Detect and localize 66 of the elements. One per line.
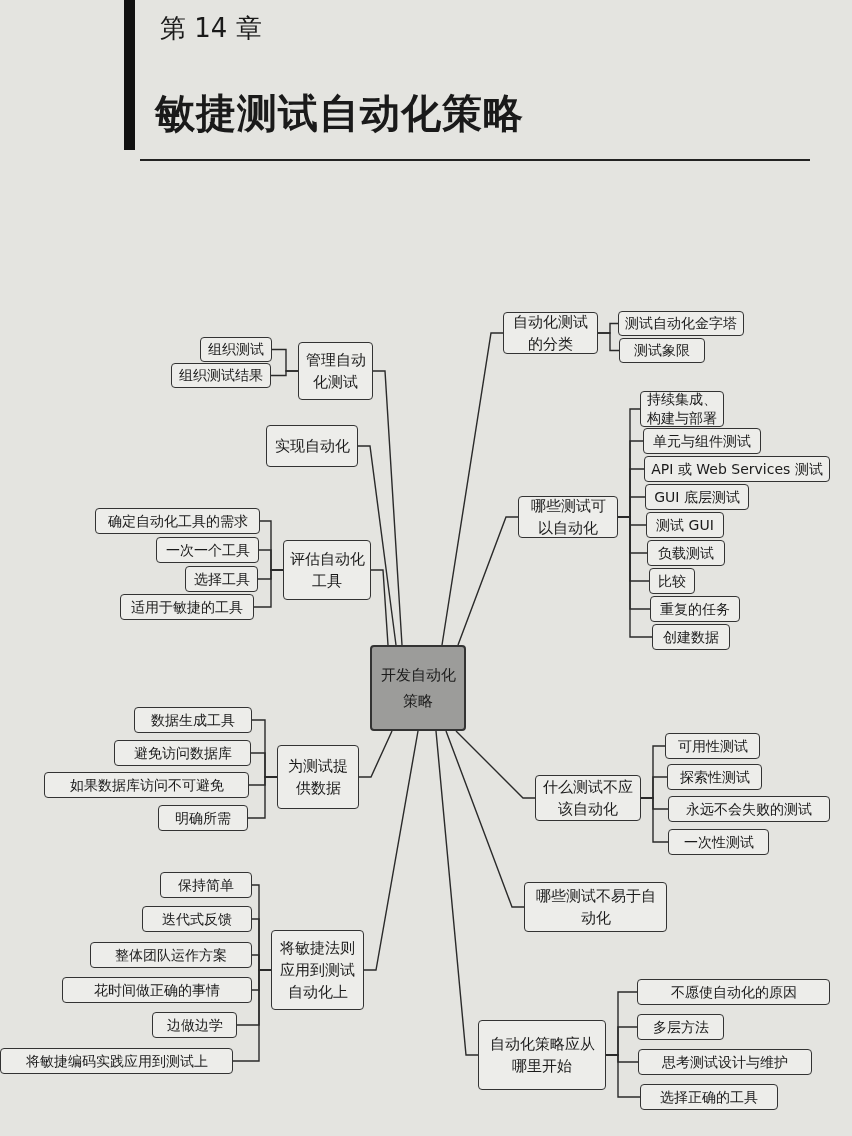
branch-box: 评估自动化工具: [283, 540, 371, 600]
connector-line: [441, 332, 504, 646]
leaf-box: 组织测试结果: [171, 363, 271, 388]
leaf-box: 如果数据库访问不可避免: [44, 772, 249, 798]
connector-line: [232, 969, 272, 1062]
connector-line: [445, 730, 525, 908]
branch-box: 实现自动化: [266, 425, 358, 467]
leaf-box: 适用于敏捷的工具: [120, 594, 254, 620]
branch-box: 管理自动化测试: [298, 342, 373, 400]
leaf-box: 测试象限: [619, 338, 705, 363]
connector-line: [605, 1054, 641, 1098]
branch-box: 自动化测试的分类: [503, 312, 598, 354]
leaf-box: 迭代式反馈: [142, 906, 252, 932]
branch-box: 哪些测试不易于自动化: [524, 882, 667, 932]
leaf-box: 花时间做正确的事情: [62, 977, 252, 1003]
leaf-box: 将敏捷编码实践应用到测试上: [0, 1048, 233, 1074]
leaf-box: 创建数据: [652, 624, 730, 650]
leaf-box: 选择正确的工具: [640, 1084, 778, 1110]
connector-line: [640, 797, 669, 843]
leaf-box: 避免访问数据库: [114, 740, 251, 766]
chapter-number: 第 14 章: [160, 12, 262, 44]
leaf-box: 测试 GUI: [646, 512, 724, 538]
leaf-box: 测试自动化金字塔: [618, 311, 744, 336]
leaf-box: 探索性测试: [667, 764, 762, 790]
leaf-box: GUI 底层测试: [645, 484, 749, 510]
branch-box: 将敏捷法则应用到测试自动化上: [271, 930, 364, 1010]
branch-box: 哪些测试可以自动化: [518, 496, 618, 538]
leaf-box: 明确所需: [158, 805, 248, 831]
connector-line: [372, 370, 403, 646]
leaf-box: 持续集成、构建与部署: [640, 391, 724, 427]
leaf-box: 比较: [649, 568, 695, 594]
leaf-box: 单元与组件测试: [643, 428, 761, 454]
leaf-box: API 或 Web Services 测试: [644, 456, 830, 482]
branch-box: 什么测试不应该自动化: [535, 775, 641, 821]
leaf-box: 选择工具: [185, 566, 258, 592]
leaf-box: 不愿使自动化的原因: [637, 979, 830, 1005]
leaf-box: 整体团队运作方案: [90, 942, 252, 968]
connector-line: [617, 516, 653, 638]
connector-line: [597, 332, 620, 352]
leaf-box: 组织测试: [200, 337, 272, 362]
leaf-box: 一次一个工具: [156, 537, 259, 563]
leaf-box: 保持简单: [160, 872, 252, 898]
connector-line: [455, 730, 536, 799]
connector-line: [363, 730, 419, 971]
leaf-box: 多层方法: [637, 1014, 724, 1040]
connector-line: [358, 730, 393, 778]
leaf-box: 确定自动化工具的需求: [95, 508, 260, 534]
central-topic-box: 开发自动化策略: [370, 645, 466, 731]
chapter-title: 敏捷测试自动化策略: [155, 89, 524, 138]
branch-box: 为测试提供数据: [277, 745, 359, 809]
leaf-box: 边做边学: [152, 1012, 237, 1038]
leaf-box: 负载测试: [647, 540, 725, 566]
leaf-box: 思考测试设计与维护: [638, 1049, 812, 1075]
connector-line: [357, 445, 397, 646]
leaf-box: 重复的任务: [650, 596, 740, 622]
leaf-box: 一次性测试: [668, 829, 769, 855]
connector-line: [270, 370, 299, 377]
leaf-box: 永远不会失败的测试: [668, 796, 830, 822]
connector-line: [457, 516, 519, 646]
leaf-box: 数据生成工具: [134, 707, 252, 733]
leaf-box: 可用性测试: [665, 733, 760, 759]
connector-line: [435, 730, 479, 1056]
connector-line: [370, 569, 389, 646]
connector-line: [247, 776, 278, 819]
connector-line: [253, 569, 284, 608]
branch-box: 自动化策略应从哪里开始: [478, 1020, 606, 1090]
